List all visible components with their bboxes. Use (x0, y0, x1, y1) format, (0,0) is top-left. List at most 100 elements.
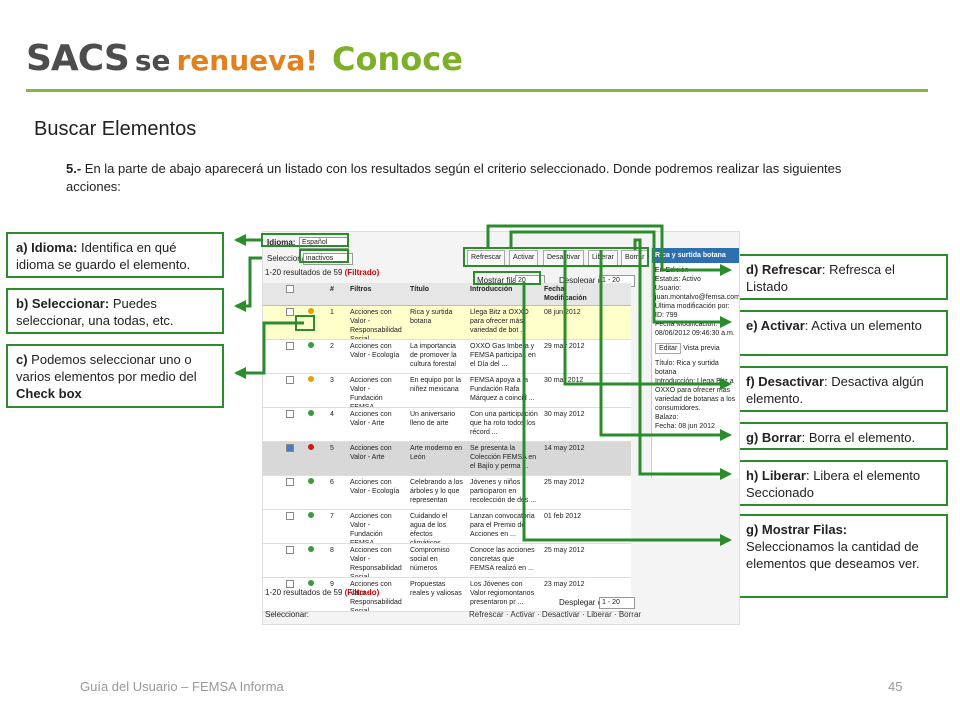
connector-mostrar-filas (522, 282, 720, 542)
liberar-button-bottom[interactable]: Liberar (586, 610, 612, 619)
select-all-checkbox[interactable] (286, 285, 294, 293)
callout-checkbox: c) Podemos seleccionar uno o varios elem… (6, 344, 224, 408)
row-fecha: 01 feb 2012 (544, 513, 581, 520)
header-filtros[interactable]: Filtros (350, 286, 372, 293)
callout-label: h) Liberar (746, 468, 806, 483)
vista-previa-link[interactable]: Vista previa (683, 345, 720, 352)
intro-text: 5.- En la parte de abajo aparecerá un li… (66, 160, 856, 196)
detail-fecha: Fecha: 08 jun 2012 (655, 423, 715, 430)
row-checkbox[interactable] (286, 444, 294, 452)
callout-label: e) Activar (746, 318, 805, 333)
row-checkbox-cell[interactable] (283, 476, 305, 509)
callout-label: c) (16, 352, 32, 367)
row-introduccion: Llega Bitz a OXXO para ofrecer más varie… (470, 309, 529, 334)
row-introduccion: Lanzan convocatoria para el Premio de Ac… (470, 513, 535, 538)
detail-intro: Introducción: Llega Bitz a OXXO para ofr… (655, 378, 736, 412)
header-introduccion[interactable]: Introducción (470, 286, 513, 293)
row-fecha: 23 may 2012 (544, 581, 585, 588)
refrescar-button-bottom[interactable]: Refrescar (469, 610, 504, 619)
header-titulo[interactable]: Título (410, 286, 430, 293)
callout-seleccionar: b) Seleccionar: Puedes seleccionar, una … (6, 288, 224, 334)
row-checkbox[interactable] (286, 580, 294, 588)
callout-borrar: g) Borrar: Borra el elemento. (736, 422, 948, 450)
callout-text: : Desactiva algún elemento. (746, 374, 924, 406)
header-number[interactable]: # (330, 286, 334, 293)
row-checkbox[interactable] (286, 376, 294, 384)
callout-text: : Refresca el Listado (746, 262, 895, 294)
callout-text: : Activa un elemento (804, 318, 922, 333)
row-checkbox-cell[interactable] (283, 374, 305, 407)
highlight-seleccionar (299, 249, 349, 263)
desplegar-label-bottom: Desplegar del: (559, 598, 611, 607)
row-fecha: 30 may 2012 (544, 411, 585, 418)
row-status-cell (305, 340, 327, 373)
highlight-mostrar (473, 271, 541, 285)
arrowhead (720, 316, 732, 328)
arrowhead (720, 378, 732, 390)
row-filtros: Acciones con Valor - Ecología (350, 343, 400, 359)
row-filtros: Acciones con Valor - Arte (350, 411, 392, 427)
status-icon (308, 478, 314, 484)
detail-line: juan.montalvo@femsa.com (655, 294, 740, 301)
callout-text: Podemos seleccionar uno o varios element… (16, 352, 197, 384)
results-count-bottom: 1-20 resultados de 59 (Filtrado) (265, 588, 379, 597)
connector-seleccionar (236, 256, 262, 308)
row-checkbox-cell[interactable] (283, 340, 305, 373)
page-title: Buscar Elementos (34, 118, 197, 140)
row-checkbox-cell[interactable] (283, 510, 305, 543)
header-select-all[interactable] (283, 283, 305, 305)
borrar-button-bottom[interactable]: Borrar (618, 610, 642, 619)
row-checkbox-cell[interactable] (283, 408, 305, 441)
row-checkbox[interactable] (286, 410, 294, 418)
header-divider (26, 89, 928, 92)
detail-line: Última modificación por: (655, 303, 730, 310)
intro-body: En la parte de abajo aparecerá un listad… (66, 161, 842, 194)
row-introduccion: FEMSA apoya a la Fundación Rafa Márquez … (470, 377, 535, 402)
desplegar-select-bottom[interactable]: 1 - 20 (599, 597, 635, 609)
detail-line: Fecha Modificación: (655, 321, 718, 328)
editar-button[interactable]: Editar (655, 343, 682, 354)
row-status-cell (305, 374, 327, 407)
row-introduccion: OXXO Gas Imbera y FEMSA participan en el… (470, 343, 536, 368)
connector-liberar (633, 238, 720, 476)
row-checkbox[interactable] (286, 546, 294, 554)
step-number: 5.- (66, 161, 82, 176)
row-checkbox[interactable] (286, 512, 294, 520)
callout-label: g) Borrar (746, 430, 802, 445)
app-screenshot: Idioma: Español Seleccionar: inactivos 1… (262, 231, 740, 625)
callout-refrescar: d) Refrescar: Refresca el Listado (736, 254, 948, 300)
row-titulo: Celebrando a los árboles y lo que repres… (410, 479, 463, 504)
row-checkbox-cell[interactable] (283, 306, 305, 339)
connector-activar (509, 230, 720, 324)
row-status-cell (305, 510, 327, 543)
row-checkbox-cell[interactable] (283, 442, 305, 475)
row-checkbox[interactable] (286, 478, 294, 486)
row-checkbox-cell[interactable] (283, 544, 305, 577)
detail-title: Rica y surtida botana (652, 248, 739, 263)
activar-button-bottom[interactable]: Activar (510, 610, 535, 619)
row-status-cell (305, 476, 327, 509)
callout-label: g) Mostrar Filas: (746, 522, 848, 537)
row-checkbox-cell[interactable] (283, 578, 305, 611)
row-checkbox[interactable] (286, 308, 294, 316)
detail-line: 08/06/2012 09:46:30 a.m. (655, 330, 735, 337)
row-checkbox[interactable] (286, 342, 294, 350)
detail-line: Usuario: (655, 285, 682, 292)
callout-text: Identifica en qué idioma se guardo el el… (16, 240, 191, 272)
desactivar-button-bottom[interactable]: Desactivar (541, 610, 580, 619)
row-status-cell (305, 442, 327, 475)
detail-titulo: Título: Rica y surtida botana (655, 360, 719, 376)
row-filtros: Acciones con Valor - Responsabilidad Soc… (350, 581, 402, 611)
bottom-toolbar[interactable]: Refrescar · Activar · Desactivar · Liber… (469, 610, 642, 619)
row-number: 5 (330, 445, 334, 452)
